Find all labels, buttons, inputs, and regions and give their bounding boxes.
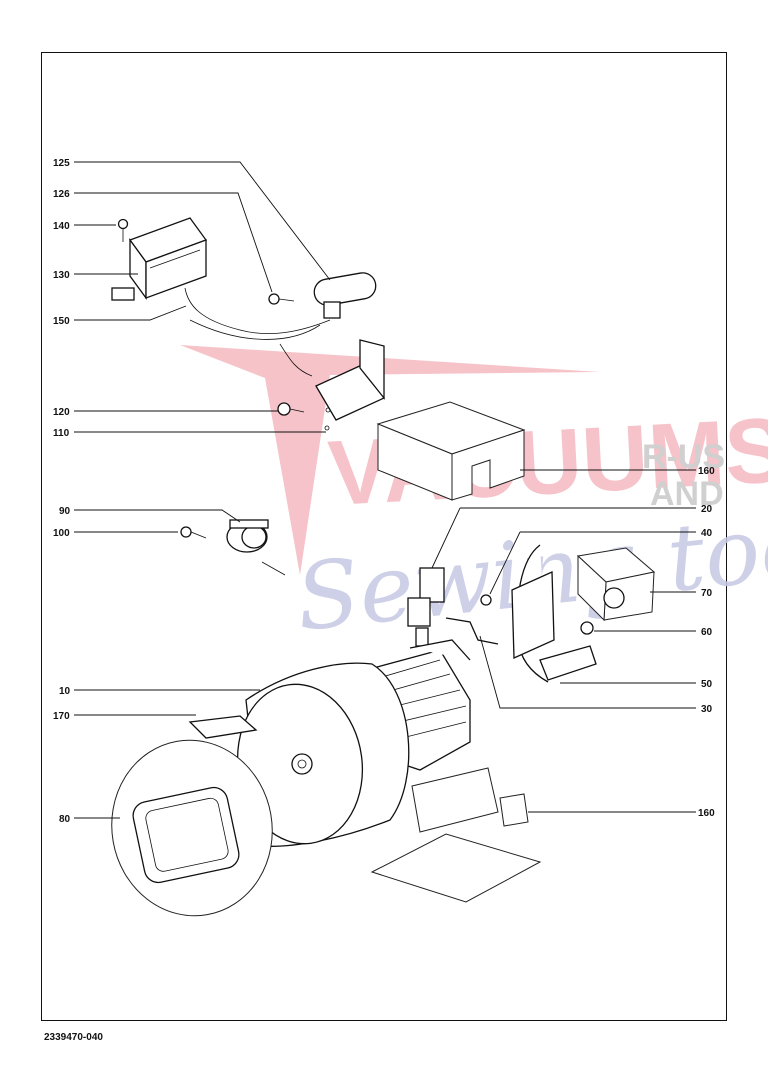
callout-125: 125 — [53, 158, 70, 169]
callout-labels: 125 126 140 130 150 120 110 160 90 20 10… — [53, 158, 715, 825]
callout-60: 60 — [701, 627, 713, 638]
callout-30: 30 — [701, 704, 713, 715]
callout-160-top: 160 — [698, 466, 715, 477]
callout-40: 40 — [701, 528, 713, 539]
part-screw-120 — [277, 402, 305, 416]
part-screw-126 — [268, 293, 295, 305]
callout-170: 170 — [53, 711, 70, 722]
part-thermostat-90 — [226, 519, 286, 576]
watermark-line2: AND — [650, 475, 724, 513]
callout-80: 80 — [59, 814, 71, 825]
part-clip-170 — [188, 715, 258, 739]
callout-70: 70 — [701, 588, 713, 599]
watermark: VACUUMS R-US AND Sewing too — [180, 345, 768, 652]
part-capacitor-125 — [313, 272, 377, 319]
part-foam-block-70 — [576, 547, 656, 622]
callout-160-bottom: 160 — [698, 808, 715, 819]
callout-150: 150 — [53, 316, 70, 327]
part-front-ring-80 — [111, 739, 273, 917]
callout-126: 126 — [53, 189, 70, 200]
document-number: 2339470-040 — [44, 1032, 103, 1043]
leader-lines — [74, 161, 696, 819]
part-wire-150 — [184, 287, 331, 335]
part-clip-30 — [445, 617, 499, 645]
part-bracket-50 — [511, 544, 597, 683]
callout-120: 120 — [53, 407, 70, 418]
part-screw-140 — [117, 218, 129, 242]
callout-90: 90 — [59, 506, 71, 517]
callout-50: 50 — [701, 679, 713, 690]
callout-10: 10 — [59, 686, 71, 697]
drawing-frame — [41, 52, 727, 1021]
callout-130: 130 — [53, 270, 70, 281]
part-screw-40 — [480, 594, 492, 606]
part-screw-100 — [180, 526, 207, 539]
callout-140: 140 — [53, 221, 70, 232]
part-insulation-160-top — [376, 401, 526, 501]
callout-100: 100 — [53, 528, 70, 539]
part-screw-60 — [580, 621, 594, 635]
part-switch-20 — [407, 567, 445, 647]
part-insulation-160-bottom — [370, 767, 542, 903]
callout-110: 110 — [53, 428, 70, 439]
callout-20: 20 — [701, 504, 713, 515]
part-terminal-block-130 — [111, 217, 208, 301]
part-bracket-110 — [279, 339, 385, 431]
